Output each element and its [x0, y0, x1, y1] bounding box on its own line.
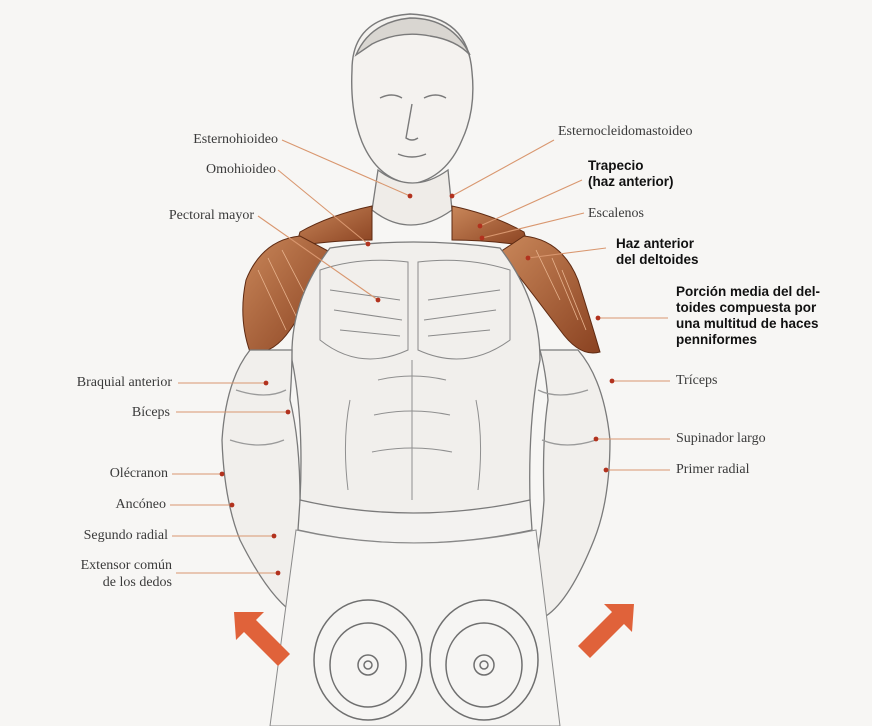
label-esternohioideo: Esternohioideo — [193, 132, 278, 147]
label-haz-line1: Haz anterior — [616, 236, 695, 251]
label-porcion-line3: una multitud de haces — [676, 316, 819, 331]
leader-dots — [219, 193, 615, 576]
label-haz-anterior: Haz anterior del deltoides — [616, 236, 699, 268]
label-porcion-line2: toides compuesta por — [676, 300, 817, 315]
label-omohioideo: Omohioideo — [206, 162, 276, 177]
label-haz-line2: del deltoides — [616, 252, 699, 267]
abdominal-muscles — [344, 360, 482, 500]
label-esternocleidomastoideo: Esternocleidomastoideo — [558, 124, 693, 139]
label-segundo-radial: Segundo radial — [83, 528, 168, 543]
label-porcion-line4: penniformes — [676, 332, 758, 347]
deltoid-muscles — [242, 235, 601, 354]
leader-lines — [170, 139, 670, 574]
motion-arrow-right — [578, 604, 634, 658]
label-extensor-line2: de los dedos — [102, 575, 172, 590]
pectoral-muscles — [319, 259, 511, 360]
label-trapecio-line2: (haz anterior) — [588, 174, 674, 189]
label-supinador-largo: Supinador largo — [676, 431, 766, 446]
label-escalenos: Escalenos — [588, 206, 644, 221]
dumbbell-plates — [313, 599, 539, 721]
label-olecranon: Olécranon — [109, 466, 168, 481]
label-extensor-line1: Extensor común — [80, 558, 172, 573]
label-pectoral-mayor: Pectoral mayor — [168, 208, 254, 223]
torso — [291, 241, 541, 519]
label-trapecio: Trapecio (haz anterior) — [588, 158, 674, 190]
label-extensor-comun: Extensor común de los dedos — [81, 557, 172, 591]
label-triceps: Tríceps — [676, 373, 718, 388]
label-primer-radial: Primer radial — [676, 462, 750, 477]
label-porcion-line1: Porción media del del- — [676, 284, 821, 299]
motion-arrow-left — [234, 612, 290, 666]
label-porcion-media: Porción media del del- toides compuesta … — [676, 284, 820, 348]
label-anconeo: Ancóneo — [115, 497, 166, 512]
label-trapecio-line1: Trapecio — [588, 158, 644, 173]
label-biceps: Bíceps — [131, 405, 170, 420]
head — [351, 13, 474, 185]
label-braquial-anterior: Braquial anterior — [76, 375, 172, 390]
